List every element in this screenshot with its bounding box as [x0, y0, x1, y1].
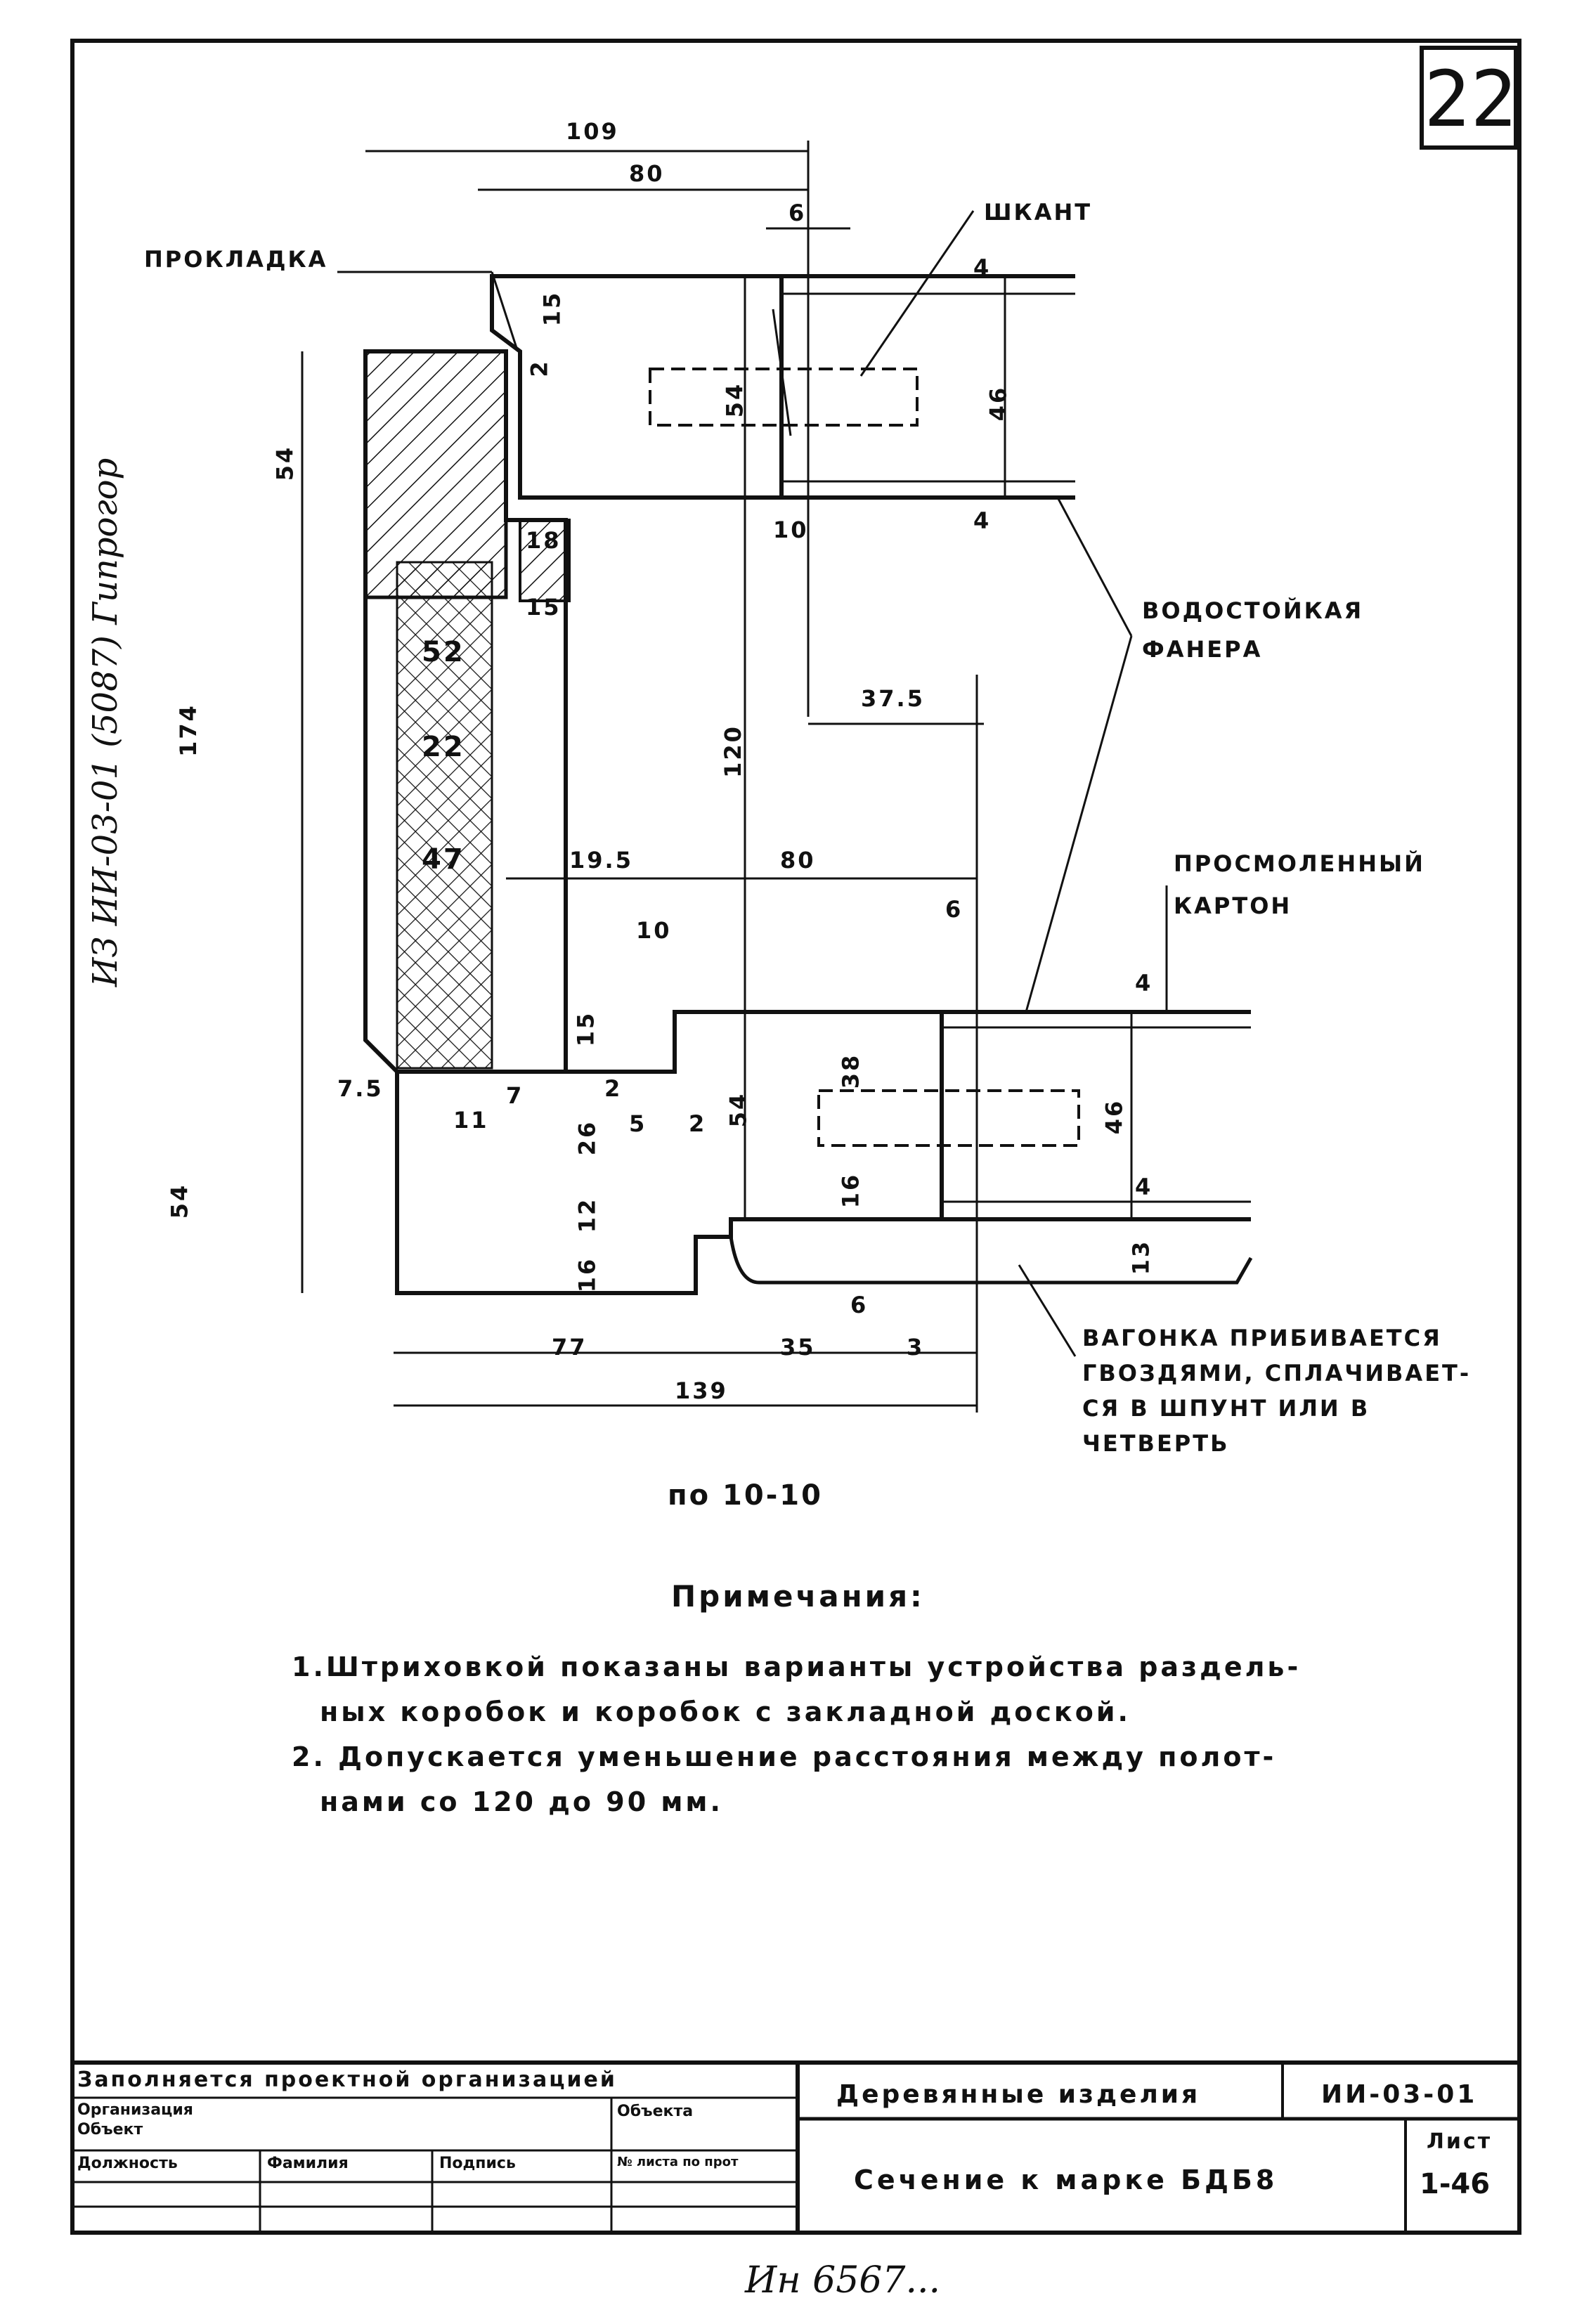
- tb-filled-by: Заполняется проектной организацией: [77, 2067, 617, 2092]
- dim-6-bottom: 6: [850, 1292, 869, 1318]
- leader-lines: [337, 210, 1168, 1357]
- tb-drawing-title: Сечение к марке БДБ8: [854, 2164, 1278, 2195]
- dim-19-5: 19.5: [569, 847, 633, 874]
- inventory-number-note: Ин 6567...: [745, 2259, 941, 2302]
- notes-line-1: 1.Штриховкой показаны варианты устройств…: [292, 1651, 1302, 1682]
- sheet-number: 22: [1420, 46, 1518, 150]
- dim-37-5: 37.5: [861, 685, 925, 712]
- cardboard-label-1: ПРОСМОЛЕННЫЙ: [1174, 850, 1425, 877]
- tb-sheet-label: Лист: [1427, 2129, 1493, 2154]
- tb-object-short: Объекта: [617, 2103, 694, 2120]
- dim-109: 109: [566, 118, 619, 145]
- tb-organization: Организация: [77, 2101, 193, 2119]
- dim-47: 47: [422, 843, 465, 876]
- dim-11: 11: [453, 1107, 489, 1134]
- tb-code: ИИ-03-01: [1321, 2080, 1478, 2109]
- tb-sheet-value: 1-46: [1420, 2168, 1491, 2200]
- dim-4-lower-bottom: 4: [1135, 1174, 1153, 1200]
- dim-4-top: 4: [973, 254, 992, 281]
- dim-3: 3: [907, 1334, 925, 1361]
- dim-5: 5: [629, 1110, 647, 1137]
- dim-6: 6: [788, 200, 807, 226]
- dim-10: 10: [773, 517, 809, 543]
- dim-52: 52: [422, 636, 465, 668]
- tb-position: Должность: [77, 2155, 178, 2172]
- tb-object: Объект: [77, 2121, 143, 2138]
- lower-door-leaf: [395, 1010, 1253, 1295]
- vagonka-label-3: СЯ В ШПУНТ ИЛИ В: [1082, 1395, 1370, 1422]
- dim-7-5: 7.5: [337, 1075, 384, 1102]
- dim-77: 77: [552, 1334, 588, 1361]
- dim-80-lower: 80: [780, 847, 816, 874]
- vagonka-label-1: ВАГОНКА ПРИБИВАЕТСЯ: [1082, 1325, 1442, 1351]
- dim-80: 80: [629, 160, 665, 187]
- dim-4-mid: 4: [973, 507, 992, 534]
- dowel-label: ШКАНТ: [984, 199, 1093, 226]
- cardboard-label-2: КАРТОН: [1174, 892, 1292, 919]
- tb-signature: Подпись: [439, 2155, 516, 2172]
- tb-sheet-no: № листа по прот: [617, 2155, 739, 2169]
- upper-door-leaf: [490, 274, 1075, 500]
- dim-7: 7: [506, 1082, 524, 1109]
- dim-10-lower: 10: [636, 917, 672, 944]
- plywood-label-1: ВОДОСТОЙКАЯ: [1142, 597, 1364, 624]
- notes-line-2: ных коробок и коробок с закладной доской…: [320, 1696, 1131, 1727]
- dimension-lines: [301, 141, 1133, 1413]
- gasket-label: ПРОКЛАДКА: [144, 246, 328, 273]
- dim-2-right: 2: [689, 1110, 707, 1137]
- notes-line-4: нами со 120 до 90 мм.: [320, 1786, 723, 1817]
- section-label: по 10-10: [668, 1479, 823, 1512]
- jamb-profile: [363, 349, 571, 1074]
- dim-2-lower: 2: [604, 1075, 623, 1102]
- dim-35: 35: [780, 1334, 816, 1361]
- vagonka-label-2: ГВОЗДЯМИ, СПЛАЧИВАЕТ-: [1082, 1360, 1472, 1387]
- vagonka-label-4: ЧЕТВЕРТЬ: [1082, 1430, 1230, 1457]
- dim-22: 22: [422, 731, 465, 763]
- dim-18: 18: [526, 527, 562, 554]
- plywood-label-2: ФАНЕРА: [1142, 636, 1263, 663]
- dim-4-lower-top: 4: [1135, 970, 1153, 997]
- tb-product-group: Деревянные изделия: [836, 2080, 1201, 2109]
- dim-6-lower: 6: [945, 896, 963, 923]
- notes-title: Примечания:: [671, 1579, 925, 1614]
- dim-15-mid: 15: [526, 594, 562, 621]
- tb-surname: Фамилия: [267, 2155, 349, 2172]
- dim-139: 139: [675, 1377, 728, 1404]
- notes-line-3: 2. Допускается уменьшение расстояния меж…: [292, 1741, 1277, 1772]
